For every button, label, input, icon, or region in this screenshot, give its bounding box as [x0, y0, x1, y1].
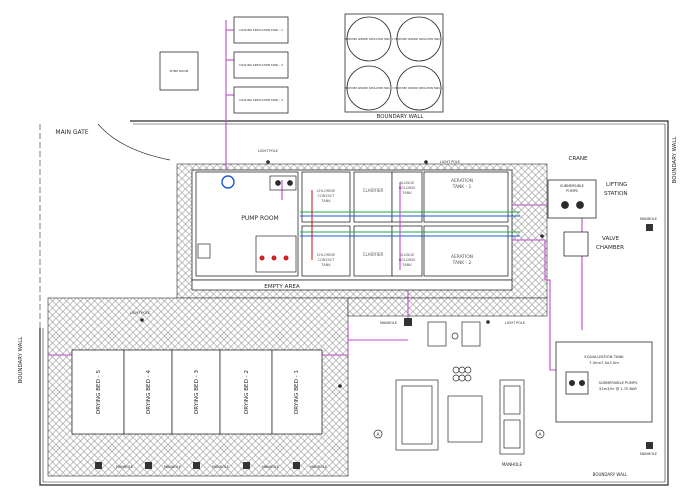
lifting-station	[547, 179, 597, 219]
pump-room-small	[159, 51, 199, 91]
detail-drawings	[395, 321, 525, 455]
boundary-wall-right-label: BOUNDARY WALL	[672, 137, 678, 184]
crane-label: CRANE	[568, 156, 588, 162]
sludge-holding-tank-2	[391, 225, 423, 277]
section-marker-right: A	[538, 432, 541, 438]
drying-bed-2-label: DRYING BED - 2	[244, 370, 250, 414]
section-marker-left: A	[376, 432, 379, 438]
cooling-tank-1-label: COOLING SIMULATION TANK - 1	[239, 28, 283, 32]
light-poles	[140, 160, 544, 388]
sludge-holding-tank-1	[391, 171, 423, 223]
empty-area	[191, 279, 513, 291]
boundary-wall	[39, 120, 669, 486]
empty-area-label: EMPTY AREA	[264, 284, 300, 290]
boundary-wall-left-label: BOUNDARY WALL	[18, 337, 24, 384]
main-gate-label: MAIN GATE	[55, 129, 88, 136]
manhole-label-5: MANHOLE	[310, 465, 327, 469]
drying-bed-3-label: DRYING BED - 3	[194, 370, 200, 414]
drying-beds	[71, 349, 323, 435]
clarifier-2-label: CLARIFIER	[363, 252, 384, 257]
aeration-tank-2	[423, 225, 509, 277]
right-structures	[547, 179, 653, 423]
pump-room	[195, 171, 299, 277]
light-pole-label-1: LIGHT POLE	[258, 149, 278, 153]
boundary-wall-bottom-label: BOUNDARY WALL	[593, 472, 628, 477]
drying-bed-1-label: DRYING BED - 1	[294, 370, 300, 414]
valve-chamber	[563, 231, 589, 257]
manhole-label-3: MANHOLE	[212, 465, 229, 469]
manhole-label-1: MANHOLE	[116, 465, 133, 469]
manhole-label-4: MANHOLE	[262, 465, 279, 469]
proposed-tank-2-label: PROPOSED AEROBIC SIMULATION TANK - 2	[344, 38, 394, 41]
pump-room-label: PUMP ROOM	[241, 215, 279, 222]
manhole-label-2: MANHOLE	[164, 465, 181, 469]
cooling-tank-1	[233, 16, 289, 44]
proposed-tank-1-label: PROPOSED AEROBIC SIMULATION TANK - 1	[394, 38, 444, 41]
drying-bed-4-label: DRYING BED - 4	[146, 370, 152, 414]
manhole-label-8: MANHOLE	[640, 452, 657, 456]
detail-manhole-label: MANHOLE	[502, 462, 523, 467]
pump-room-equipment	[197, 175, 297, 273]
light-pole-label-2: LIGHT POLE	[440, 160, 460, 164]
cooling-tank-2	[233, 51, 289, 79]
section-marker-icon	[373, 429, 383, 439]
manholes	[95, 224, 653, 469]
cooling-tank-3-label: COOLING SIMULATION TANK - 3	[239, 98, 283, 102]
proposed-tank-3-label: PROPOSED AEROBIC SIMULATION TANK - 3	[344, 87, 394, 90]
boundary-wall-top-label: BOUNDARY WALL	[377, 114, 424, 120]
manhole-label-7: MANHOLE	[640, 217, 657, 221]
top-structures	[159, 13, 444, 114]
chlorine-contact-tank-2	[301, 225, 351, 277]
clarifier-1-label: CLARIFIER	[363, 188, 384, 193]
light-pole-label-4: LIGHT POLE	[130, 311, 150, 315]
clarifier-1	[353, 171, 393, 223]
light-pole-label-3: LIGHT POLE	[505, 321, 525, 325]
treatment-block	[191, 169, 513, 291]
gate-arc-icon	[97, 123, 171, 161]
clarifier-2	[353, 225, 393, 277]
cooling-tank-3	[233, 86, 289, 114]
chlorine-contact-tank-1	[301, 171, 351, 223]
manhole-label-6: MANHOLE	[380, 321, 397, 325]
aeration-tank-1	[423, 171, 509, 223]
section-marker-icon	[535, 429, 545, 439]
drying-bed-5-label: DRYING BED - 5	[96, 370, 102, 414]
blower-icon	[221, 175, 235, 189]
cooling-tank-2-label: COOLING SIMULATION TANK - 2	[239, 63, 283, 67]
pump-room-small-label: PUMP ROOM	[170, 69, 189, 73]
proposed-tank-4-label: PROPOSED AEROBIC SIMULATION TANK - 4	[394, 87, 444, 90]
